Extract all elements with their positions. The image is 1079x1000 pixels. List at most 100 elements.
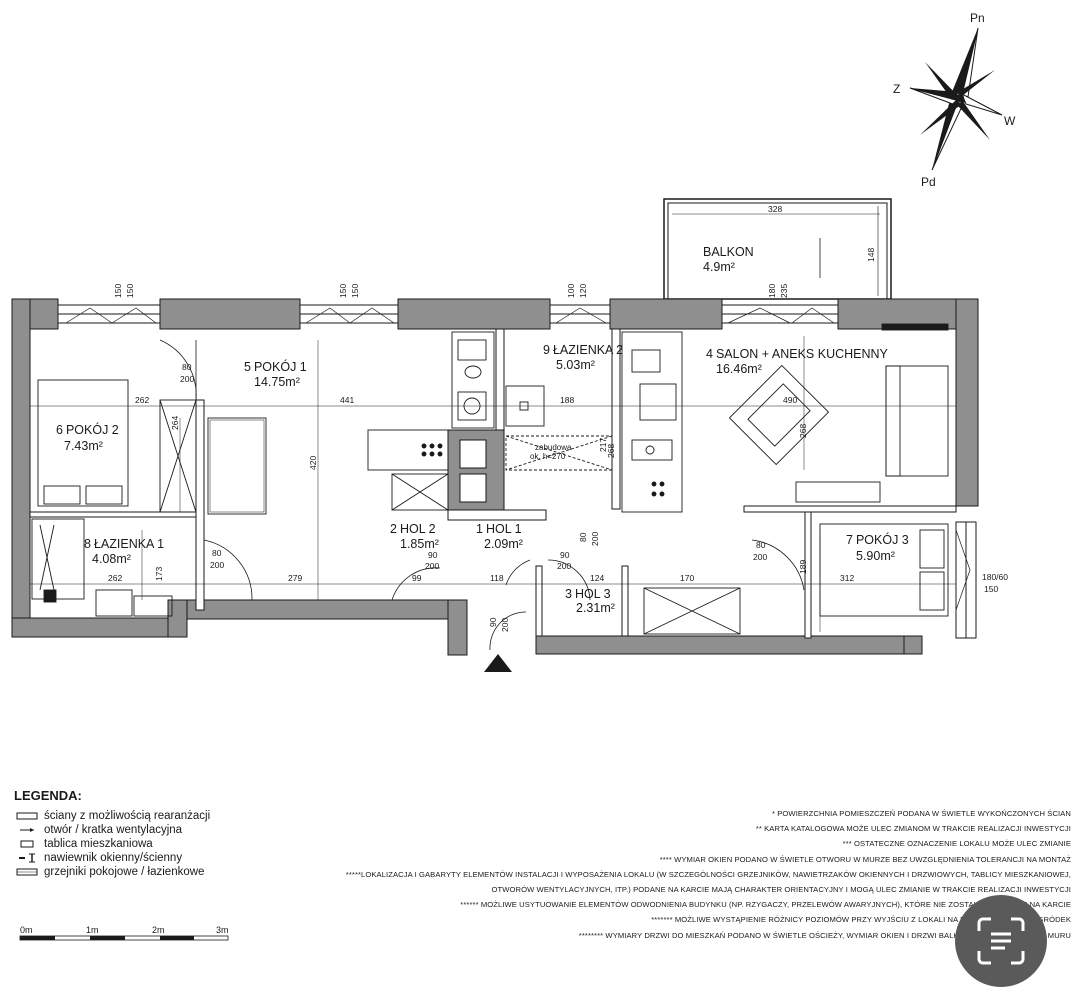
legend-title: LEGENDA: [14, 788, 82, 803]
zabudowa-label: zabudowa [535, 443, 572, 452]
interior-walls [29, 328, 957, 639]
door-dim-200-room1: 200 [180, 374, 194, 384]
dim-264: 264 [170, 416, 180, 430]
legend-item: nawiewnik okienny/ścienny [14, 851, 314, 865]
dim-268-b: 268 [798, 424, 808, 438]
footnote: **** WYMIAR OKIEN PODANO W ŚWIETLE OTWOR… [659, 854, 1071, 864]
dim-420: 420 [308, 456, 318, 470]
door-dim-200-hol2: 200 [425, 561, 439, 571]
door-dim-80-hol1: 80 [578, 532, 588, 542]
dim-441: 441 [340, 395, 354, 405]
svg-text:4.9m²: 4.9m² [703, 260, 735, 274]
footnote: * POWIERZCHNIA POMIESZCZEŃ PODANA W ŚWIE… [771, 809, 1071, 818]
text-scan-button[interactable] [955, 895, 1047, 987]
dim-window-4a: 180 [767, 284, 777, 298]
dim-balcony-depth: 148 [866, 248, 876, 262]
door-dim-80-salon: 80 [756, 540, 766, 550]
dim-window-2a: 150 [338, 284, 348, 298]
dim-window-2b: 150 [350, 284, 360, 298]
svg-text:5.90m²: 5.90m² [856, 549, 895, 563]
vent-icon [14, 824, 40, 836]
scan-text-icon [977, 917, 1025, 965]
legend-item: otwór / kratka wentylacyjna [14, 823, 314, 837]
legend-item: grzejniki pokojowe / łazienkowe [14, 865, 314, 879]
svg-text:14.75m²: 14.75m² [254, 375, 300, 389]
dim-window-room3: 180/60 [982, 572, 1008, 582]
dim-window-4b: 235 [779, 284, 789, 298]
dim-217: 217 [598, 438, 608, 452]
compass-south: Pd [921, 175, 936, 189]
dim-188: 188 [560, 395, 574, 405]
door-dim-90-entry: 90 [488, 617, 498, 627]
dim-490: 490 [783, 395, 797, 405]
dim-262-bottom: 262 [108, 573, 122, 583]
entrance-arrow-icon [484, 654, 512, 672]
bedroom-2-furniture [37, 379, 197, 513]
legend-label: nawiewnik okienny/ścienny [44, 852, 183, 864]
dim-279: 279 [288, 573, 302, 583]
room-label-balkon: BALKON 4.9m² [703, 245, 754, 274]
dim-268-a: 268 [606, 444, 616, 458]
scale-label-3: 3m [216, 926, 229, 935]
compass-rose-icon [909, 27, 1003, 171]
compass-west: Z [893, 82, 900, 96]
dim-99: 99 [412, 573, 422, 583]
door-dim-80-bath1: 80 [212, 548, 222, 558]
scale-label-2: 2m [152, 926, 165, 935]
zabudowa-height: ok. h=270 [530, 452, 566, 461]
dim-173: 173 [154, 567, 164, 581]
bathroom-1-fixtures [31, 518, 173, 617]
compass-north: Pn [970, 11, 985, 25]
door-swings [159, 339, 805, 651]
scale-bar: 0m 1m 2m 3m [18, 925, 232, 956]
door-dim-200-salon: 200 [753, 552, 767, 562]
door-dim-90-hol3: 90 [560, 550, 570, 560]
air-inlet-icon [14, 852, 40, 864]
footnote: ******** WYMIARY DRZWI DO MIESZKAŃ PODAN… [578, 930, 1071, 940]
apartment-panel-icon [14, 838, 40, 850]
svg-text:4.08m²: 4.08m² [92, 552, 131, 566]
dim-189: 189 [798, 560, 808, 574]
svg-text:2.09m²: 2.09m² [484, 537, 523, 551]
svg-text:5.03m²: 5.03m² [556, 358, 595, 372]
dim-balcony-width: 328 [768, 204, 782, 214]
legend-label: ściany z możliwością rearanżacji [44, 810, 211, 822]
scale-label-0: 0m [20, 926, 33, 935]
footnote: *****LOKALIZACJA I GABARYTY ELEMENTÓW IN… [345, 869, 1071, 879]
svg-text:7.43m²: 7.43m² [64, 439, 103, 453]
footnote: ******* MOŻLIWE WYSTĄPIENIE RÓŻNICY POZI… [651, 915, 1071, 925]
footnote: OTWORÓW WENTYLACYJNYCH, ITP.) PODANE NA … [491, 885, 1071, 895]
legend-item: ściany z możliwością rearanżacji [14, 809, 314, 823]
svg-text:2.31m²: 2.31m² [576, 601, 615, 615]
legend-label: otwór / kratka wentylacyjna [44, 824, 183, 836]
legend: LEGENDA: ściany z możliwością rearanżacj… [14, 788, 314, 879]
door-dim-200-hol3: 200 [557, 561, 571, 571]
footnote: ** KARTA KATALOGOWA MOŻE ULEC ZMIANOM W … [755, 824, 1071, 834]
scale-bar-graphic: 0m 1m 2m 3m [19, 925, 229, 941]
dim-window-3a: 100 [566, 284, 576, 298]
dim-window-1b: 150 [125, 284, 135, 298]
dimension-lines [30, 336, 956, 632]
dim-window-1a: 150 [113, 284, 123, 298]
door-dim-200-hol1: 200 [590, 532, 600, 546]
svg-text:16.46m²: 16.46m² [716, 362, 762, 376]
legend-item: tablica mieszkaniowa [14, 837, 314, 851]
